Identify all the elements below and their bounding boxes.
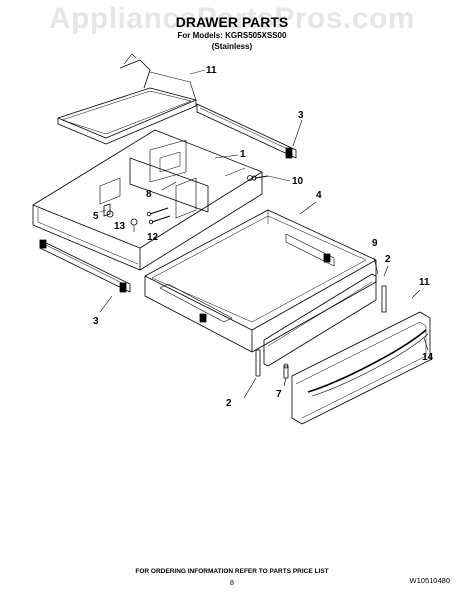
callout-3-upper: 3 (298, 110, 304, 121)
callout-13: 12 (147, 232, 159, 243)
part-2-bracket-left (243, 349, 261, 399)
part-12-liner-tray (57, 53, 206, 145)
part-11-handle (307, 329, 429, 397)
part-13-screws (146, 207, 171, 225)
callout-1: 1 (240, 149, 246, 160)
callout-2-left: 2 (226, 398, 232, 409)
callout-5: 5 (93, 211, 99, 222)
callout-14: 13 (114, 221, 126, 232)
callout-12: 11 (206, 65, 217, 76)
part-5-clip (99, 203, 111, 217)
callout-10: 8 (146, 189, 152, 200)
part-3-lower-rail (39, 239, 131, 313)
callout-11: 14 (422, 352, 434, 363)
callout-4: 4 (316, 190, 322, 201)
page-title: DRAWER PARTS (175, 14, 289, 30)
callout-8: 7 (276, 389, 282, 400)
watermark-text: AppliancePartsPros.com (48, 2, 416, 35)
callout-2-right: 2 (385, 254, 391, 265)
callout-9: 9 (372, 238, 378, 249)
part-7-drawer-front (291, 289, 431, 425)
part-8-bracket (283, 363, 289, 387)
part-4-drawer-pan (144, 201, 377, 353)
ordering-note: FOR ORDERING INFORMATION REFER TO PARTS … (135, 568, 329, 575)
page-number: 8 (230, 580, 234, 587)
part-9-inner-panel (263, 257, 379, 367)
part-6-screw (251, 175, 291, 182)
callout-7: 11 (419, 277, 430, 288)
part-2-bracket-right (381, 265, 389, 313)
part-1-drawer-housing (32, 129, 263, 271)
part-10-bracket (161, 181, 177, 191)
model-line: For Models: KGRS505XSS00 (177, 31, 287, 40)
part-3-upper-rail (196, 103, 303, 159)
document-number: W10510480 (409, 576, 450, 585)
callout-3-lower: 3 (93, 316, 99, 327)
callout-6: 10 (292, 176, 304, 187)
part-14-screw (130, 218, 138, 232)
variant-label: (Stainless) (211, 42, 253, 51)
